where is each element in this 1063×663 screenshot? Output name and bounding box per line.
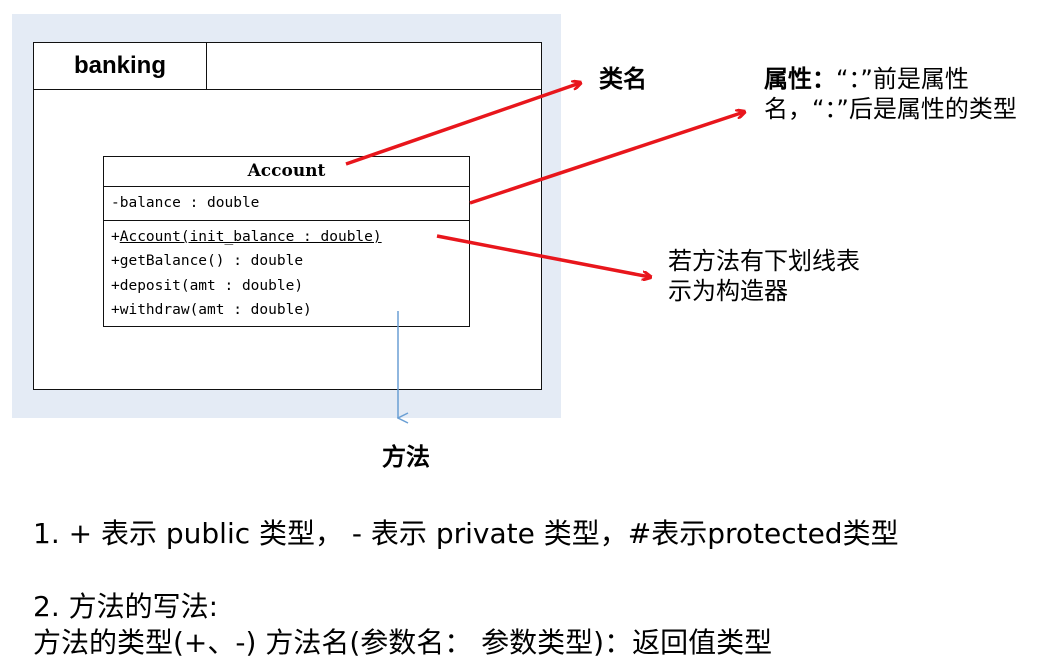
package-tab — [33, 42, 207, 90]
class-attributes-divider — [103, 220, 470, 221]
constructor-label: Account(init_balance : double) — [119, 229, 382, 245]
note-method-syntax-title: 2. 方法的写法: — [33, 590, 219, 623]
arrow-to-attribute-note — [469, 112, 744, 205]
method-getbalance: +getBalance() : double — [111, 253, 304, 269]
constructor-visibility: + — [111, 229, 120, 245]
annotation-method: 方法 — [382, 443, 430, 471]
annotation-attribute: 属性：“：”前是属性名，“：”后是属性的类型 — [764, 64, 1054, 124]
package-divider — [33, 89, 542, 90]
annotation-attribute-title: 属性： — [764, 65, 836, 93]
method-deposit: +deposit(amt : double) — [111, 278, 304, 294]
package-name: banking — [73, 52, 166, 79]
note-visibility: 1. + 表示 public 类型， - 表示 private 类型，#表示pr… — [33, 517, 899, 550]
arrow-to-class-name — [345, 83, 580, 166]
note-method-syntax: 方法的类型(+、-) 方法名(参数名： 参数类型)：返回值类型 — [33, 626, 773, 659]
class-box — [103, 156, 470, 327]
method-withdraw: +withdraw(amt : double) — [111, 302, 312, 318]
annotation-class-name: 类名 — [599, 65, 647, 93]
class-name-divider — [103, 186, 470, 187]
class-name: Account — [247, 161, 326, 181]
attribute-balance: -balance : double — [111, 195, 260, 211]
constructor-signature: +Account(init_balance : double) — [111, 229, 382, 245]
arrow-to-constructor-note — [436, 234, 650, 277]
annotation-attribute-text: “：”前是属性名，“：”后是属性的类型 — [764, 65, 1017, 123]
annotation-constructor: 若方法有下划线表示为构造器 — [668, 247, 860, 305]
